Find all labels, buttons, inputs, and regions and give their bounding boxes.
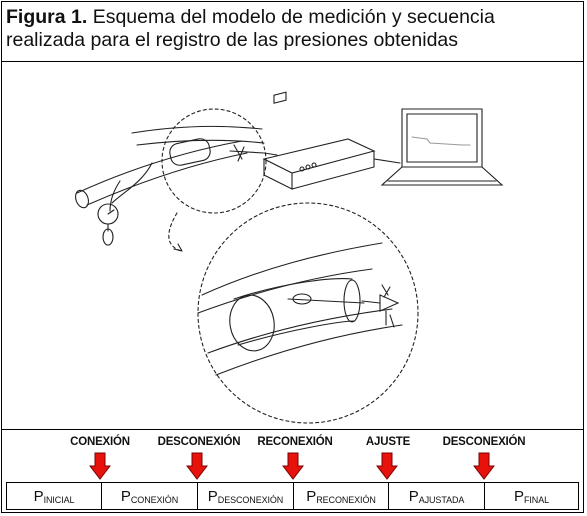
caption-line-2: realizada para el registro de las presio… (6, 29, 459, 51)
event-label-desconexion: DESCONEXIÓN (157, 436, 241, 448)
zoomed-tube-view (197, 242, 403, 376)
endotracheal-tube-icon (75, 125, 265, 209)
stopcock-icon (229, 144, 265, 162)
event-label-reconexion: RECONEXIÓN (257, 436, 333, 448)
caption-divider (1, 61, 584, 62)
red-down-arrow-icon (282, 452, 304, 480)
zoom-circle-small (161, 108, 267, 214)
red-down-arrow-icon (89, 452, 111, 480)
sequence-divider (1, 429, 584, 430)
event-label-conexion: CONEXIÓN (70, 436, 130, 448)
caption-line-1: Esquema del modelo de medición y secuenc… (87, 6, 495, 28)
laptop-icon (380, 108, 504, 186)
schematic-illustration (2, 63, 583, 429)
figure-caption: Figura 1. Esquema del modelo de medición… (6, 6, 580, 62)
manometer-icon (97, 180, 121, 246)
red-down-arrow-icon (376, 452, 398, 480)
event-label-ajuste: AJUSTE (365, 436, 411, 448)
event-label-desconexion-final: DESCONEXIÓN (442, 436, 526, 448)
red-down-arrow-icon (186, 452, 208, 480)
pressure-monitor-icon (262, 91, 376, 190)
caption-label: Figura 1. (6, 6, 88, 28)
red-down-arrow-icon (473, 452, 495, 480)
